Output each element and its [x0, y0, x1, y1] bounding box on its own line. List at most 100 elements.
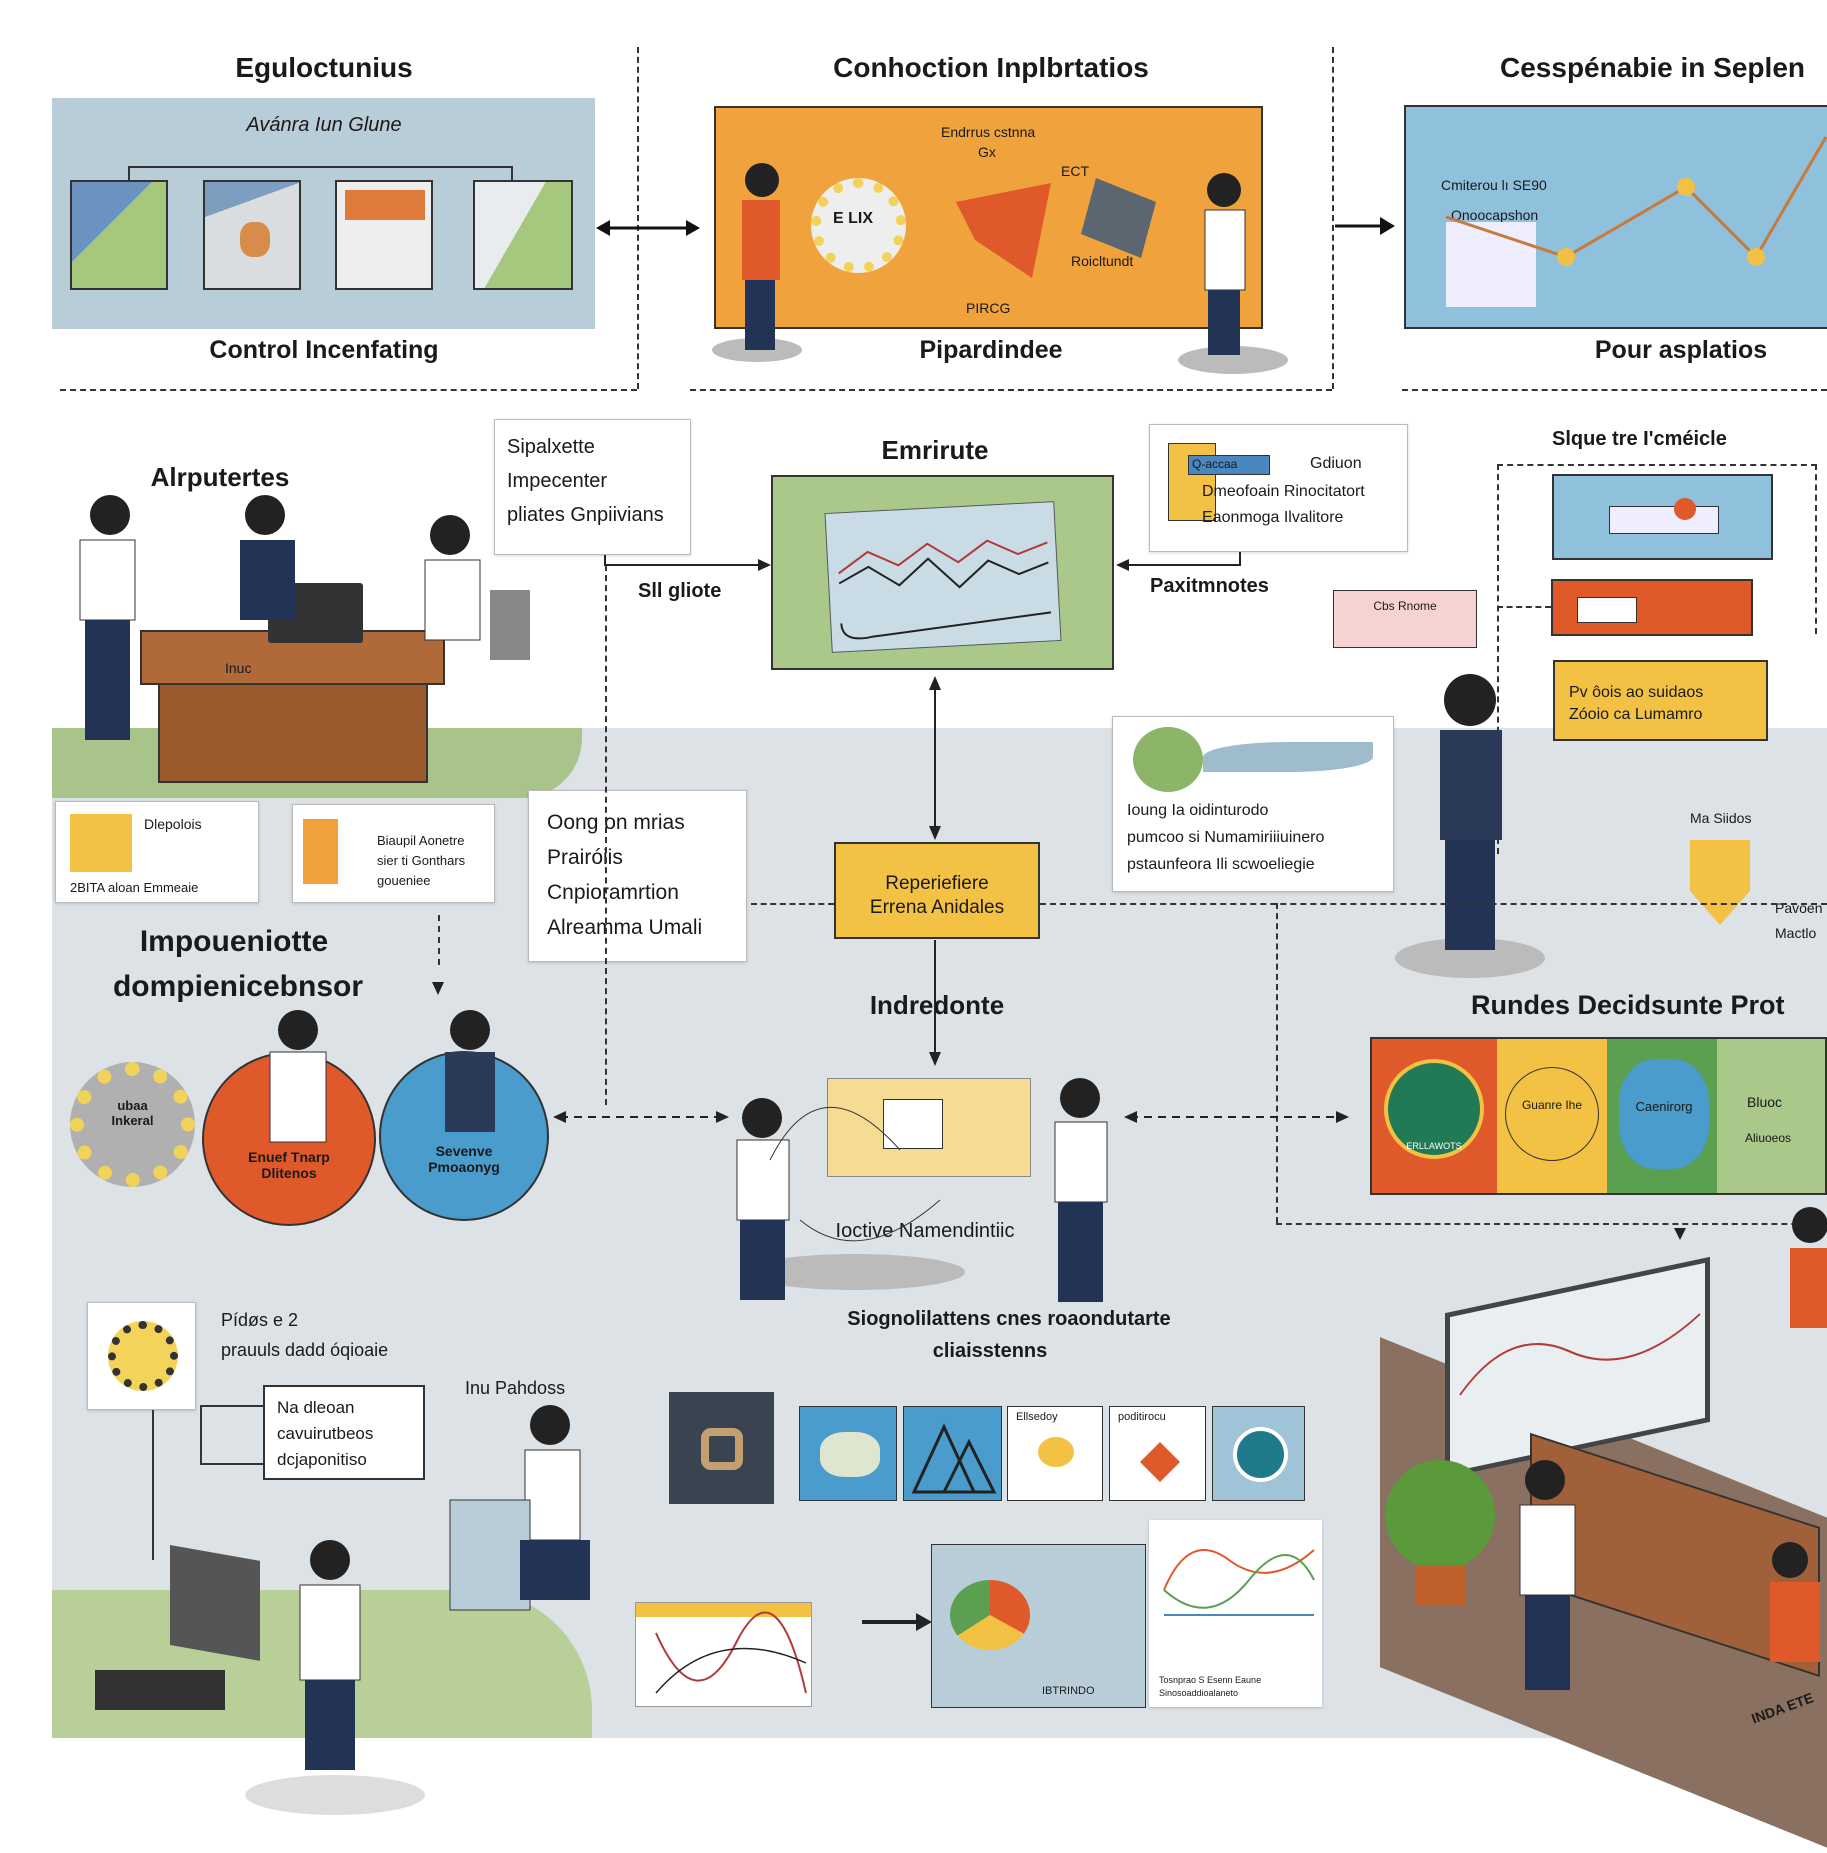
divider: [751, 903, 834, 905]
center-bottom-caption: Siognolilattens cnes roaondutarte: [847, 1308, 1171, 1330]
card-line: Pv ôois ao suidaos: [1569, 684, 1704, 701]
box-line: Na dleoan: [277, 1398, 355, 1417]
lamp-icon: [1038, 1437, 1074, 1467]
gear-label: E LIX: [833, 210, 874, 227]
divider: [690, 389, 1332, 391]
connector-label: Paxitmnotes: [1150, 575, 1269, 597]
edge-label: Mactlo: [1775, 925, 1817, 941]
card-line: Biaupil Aonetre: [377, 833, 465, 848]
divider: [1402, 389, 1827, 391]
card-title: Dlepolois: [144, 816, 202, 832]
divider: [637, 47, 639, 389]
connector: [128, 166, 513, 180]
panel-collaboration: Endrrus cstnna Gx ECT E LIX Roicltundt P…: [714, 106, 1263, 329]
banner-title: Rundes Decidsunte Prot: [1471, 990, 1785, 1020]
circle-label: Pmoaonyg: [428, 1159, 500, 1175]
camera-icon: [701, 1428, 743, 1470]
info-tag: Q-accaa: [1188, 455, 1270, 475]
icon-tile: [903, 1406, 1002, 1501]
mountains-icon: [911, 1423, 997, 1494]
callout-box: Sipalxette Impecenter pliates Gnpiivians: [494, 419, 691, 555]
text-list: Oong on mrias Prairóiis Cnpioramrtion Al…: [528, 790, 747, 962]
divider: [1332, 47, 1334, 389]
panel-network: Cmiterou lı SE90 Qnoocapshon: [1404, 105, 1827, 329]
section-label: Bluoc: [1747, 1094, 1783, 1110]
landscape-line: pumcoo si Numamiriiiuinero: [1127, 829, 1325, 846]
red-shape: [956, 183, 1051, 278]
hill-shape: [1133, 727, 1203, 792]
right-title: Slque tre I'cméicle: [1552, 428, 1727, 450]
chart-panel: [771, 475, 1114, 670]
panel-label: Gx: [978, 144, 996, 160]
panel-label: Roicltundt: [1071, 253, 1134, 269]
section-title: Conhoction Inplbrtatios: [833, 52, 1149, 83]
photo-panel: IBTRINDO: [931, 1544, 1146, 1708]
info-box: Q-accaa Gdiuon Dmeofoain Rinocitatort Ea…: [1149, 424, 1408, 552]
lightbulb-gear-icon: [108, 1321, 178, 1391]
divider: [1497, 464, 1817, 466]
chart-thumb: [335, 180, 433, 290]
bottom-left-label: Inu Pahdoss: [465, 1378, 566, 1398]
circle-label: Dlitenos: [261, 1165, 317, 1181]
left-mid-title: dompienicebnsor: [112, 970, 364, 1003]
double-arrow: [596, 217, 1395, 236]
presenter-figure: [1395, 674, 1545, 978]
map-thumb: [70, 180, 168, 290]
note-line: prauuls dadd óqioaie: [221, 1340, 389, 1360]
card: Biaupil Aonetre sier ti Gonthars gouenie…: [292, 804, 495, 903]
seal-text: ERLLAWOTS: [1406, 1141, 1462, 1151]
box-line: cavuirutbeos: [277, 1424, 374, 1443]
section-label: Guanre Ihe: [1505, 1067, 1599, 1161]
office-title: Alrputertes: [150, 462, 290, 492]
network-graph: [1445, 136, 1827, 266]
office-people-right: [1519, 1207, 1827, 1690]
icon-tile: [1212, 1406, 1305, 1501]
info-line: Gdiuon: [1310, 455, 1362, 472]
banner-section: Guanre Ihe: [1497, 1039, 1607, 1193]
circle-people: [269, 1010, 495, 1143]
landscape-box: Ioung Ia oidinturodo pumcoo si Numamirii…: [1112, 716, 1394, 892]
panel-label: Qnoocapshon: [1451, 207, 1539, 223]
bubble-text: Cbs Rnome: [1373, 599, 1437, 613]
gear-label: ubaa: [117, 1098, 148, 1113]
landscape-line: pstaunfeora Ili scwoeliegie: [1127, 856, 1315, 873]
center-mid-caption: Ioctive Namendintiic: [835, 1220, 1015, 1242]
dashed-arrows: [432, 982, 1686, 1240]
line-chart: [838, 539, 1052, 640]
divider: [1497, 464, 1499, 854]
gear-label: Inkeral: [111, 1113, 154, 1128]
diamond-icon: [1140, 1442, 1180, 1482]
card-line: goueniee: [377, 873, 431, 888]
workstation-scene: [95, 1405, 590, 1815]
left-mid-title: Impoueniotte: [139, 925, 329, 958]
gear-icon: E LIX: [811, 178, 906, 273]
arrow: [862, 1613, 932, 1631]
section-caption: Control Incenfating: [209, 336, 439, 364]
divider: [60, 389, 637, 391]
divider: [1276, 903, 1278, 1223]
divider: [438, 915, 440, 965]
divider: [1040, 903, 1827, 905]
plant-pot: [1415, 1565, 1465, 1605]
panel-label: ECT: [1061, 163, 1089, 179]
river-shape: [1203, 742, 1373, 772]
chart-label: Sinosoaddioalaneto: [1159, 1688, 1239, 1698]
tree-icon: [1385, 1460, 1495, 1570]
speech-bubble: Cbs Rnome: [1333, 590, 1477, 648]
chart-label: Tosnprao S Esenn Eaune: [1159, 1675, 1262, 1685]
list-line: Oong on mrias: [547, 811, 685, 834]
doc-thumb: [1446, 222, 1536, 307]
desk-label: Inuc: [225, 660, 252, 676]
note-line: Pídøs e 2: [221, 1310, 299, 1330]
seal-section: ERLLAWOTS: [1372, 1039, 1497, 1193]
circle-label: Enuef Tnarp: [248, 1149, 330, 1165]
panel-maps: Avánra Iun Glune: [52, 98, 595, 329]
list-line: Alreamma Umali: [547, 916, 703, 939]
map-icon: [820, 1432, 880, 1477]
chart-lines: [655, 1611, 807, 1694]
connector: [200, 1405, 263, 1465]
panel-label: Cmiterou lı SE90: [1441, 177, 1547, 193]
chart-lines: [1163, 1549, 1315, 1616]
